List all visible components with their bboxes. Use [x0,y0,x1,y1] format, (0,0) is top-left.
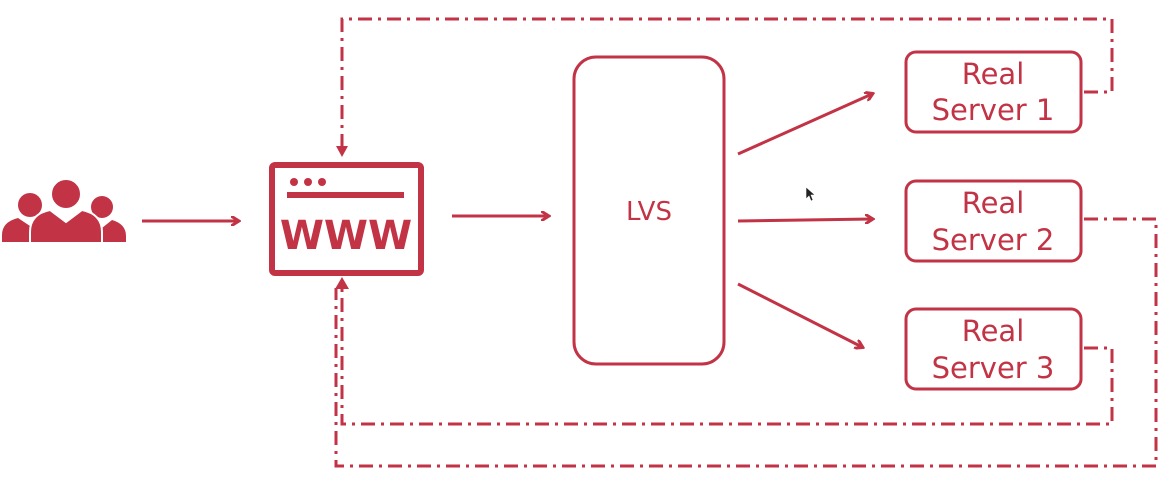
server-1-line-2: Server 1 [932,93,1055,127]
server-3-line-2: Server 3 [932,351,1055,385]
server-2-line-1: Real [962,186,1025,220]
lvs-node: LVS [572,55,726,366]
return-arrowhead-top [336,146,348,157]
return-path-server-1 [340,17,1114,150]
server-1-line-1: Real [962,57,1025,91]
mouse-cursor-icon [805,186,816,202]
real-server-3: Real Server 3 [904,307,1083,391]
return-arrowhead-bottom [335,277,349,289]
real-server-2: Real Server 2 [904,179,1083,263]
browser-window-icon: WWW [269,162,424,276]
server-3-line-1: Real [962,314,1025,348]
real-server-1: Real Server 1 [904,50,1083,134]
arrow-lvs-to-server-2 [737,219,872,221]
return-path-server-2 [334,217,1158,468]
arrow-lvs-to-server-1 [737,94,872,156]
users-group-icon [2,178,126,244]
lvs-label: LVS [626,197,672,227]
return-path-server-3 [340,286,1114,426]
server-2-line-2: Server 2 [932,223,1055,257]
arrow-lvs-to-server-3 [737,282,862,347]
www-label: WWW [280,213,412,259]
